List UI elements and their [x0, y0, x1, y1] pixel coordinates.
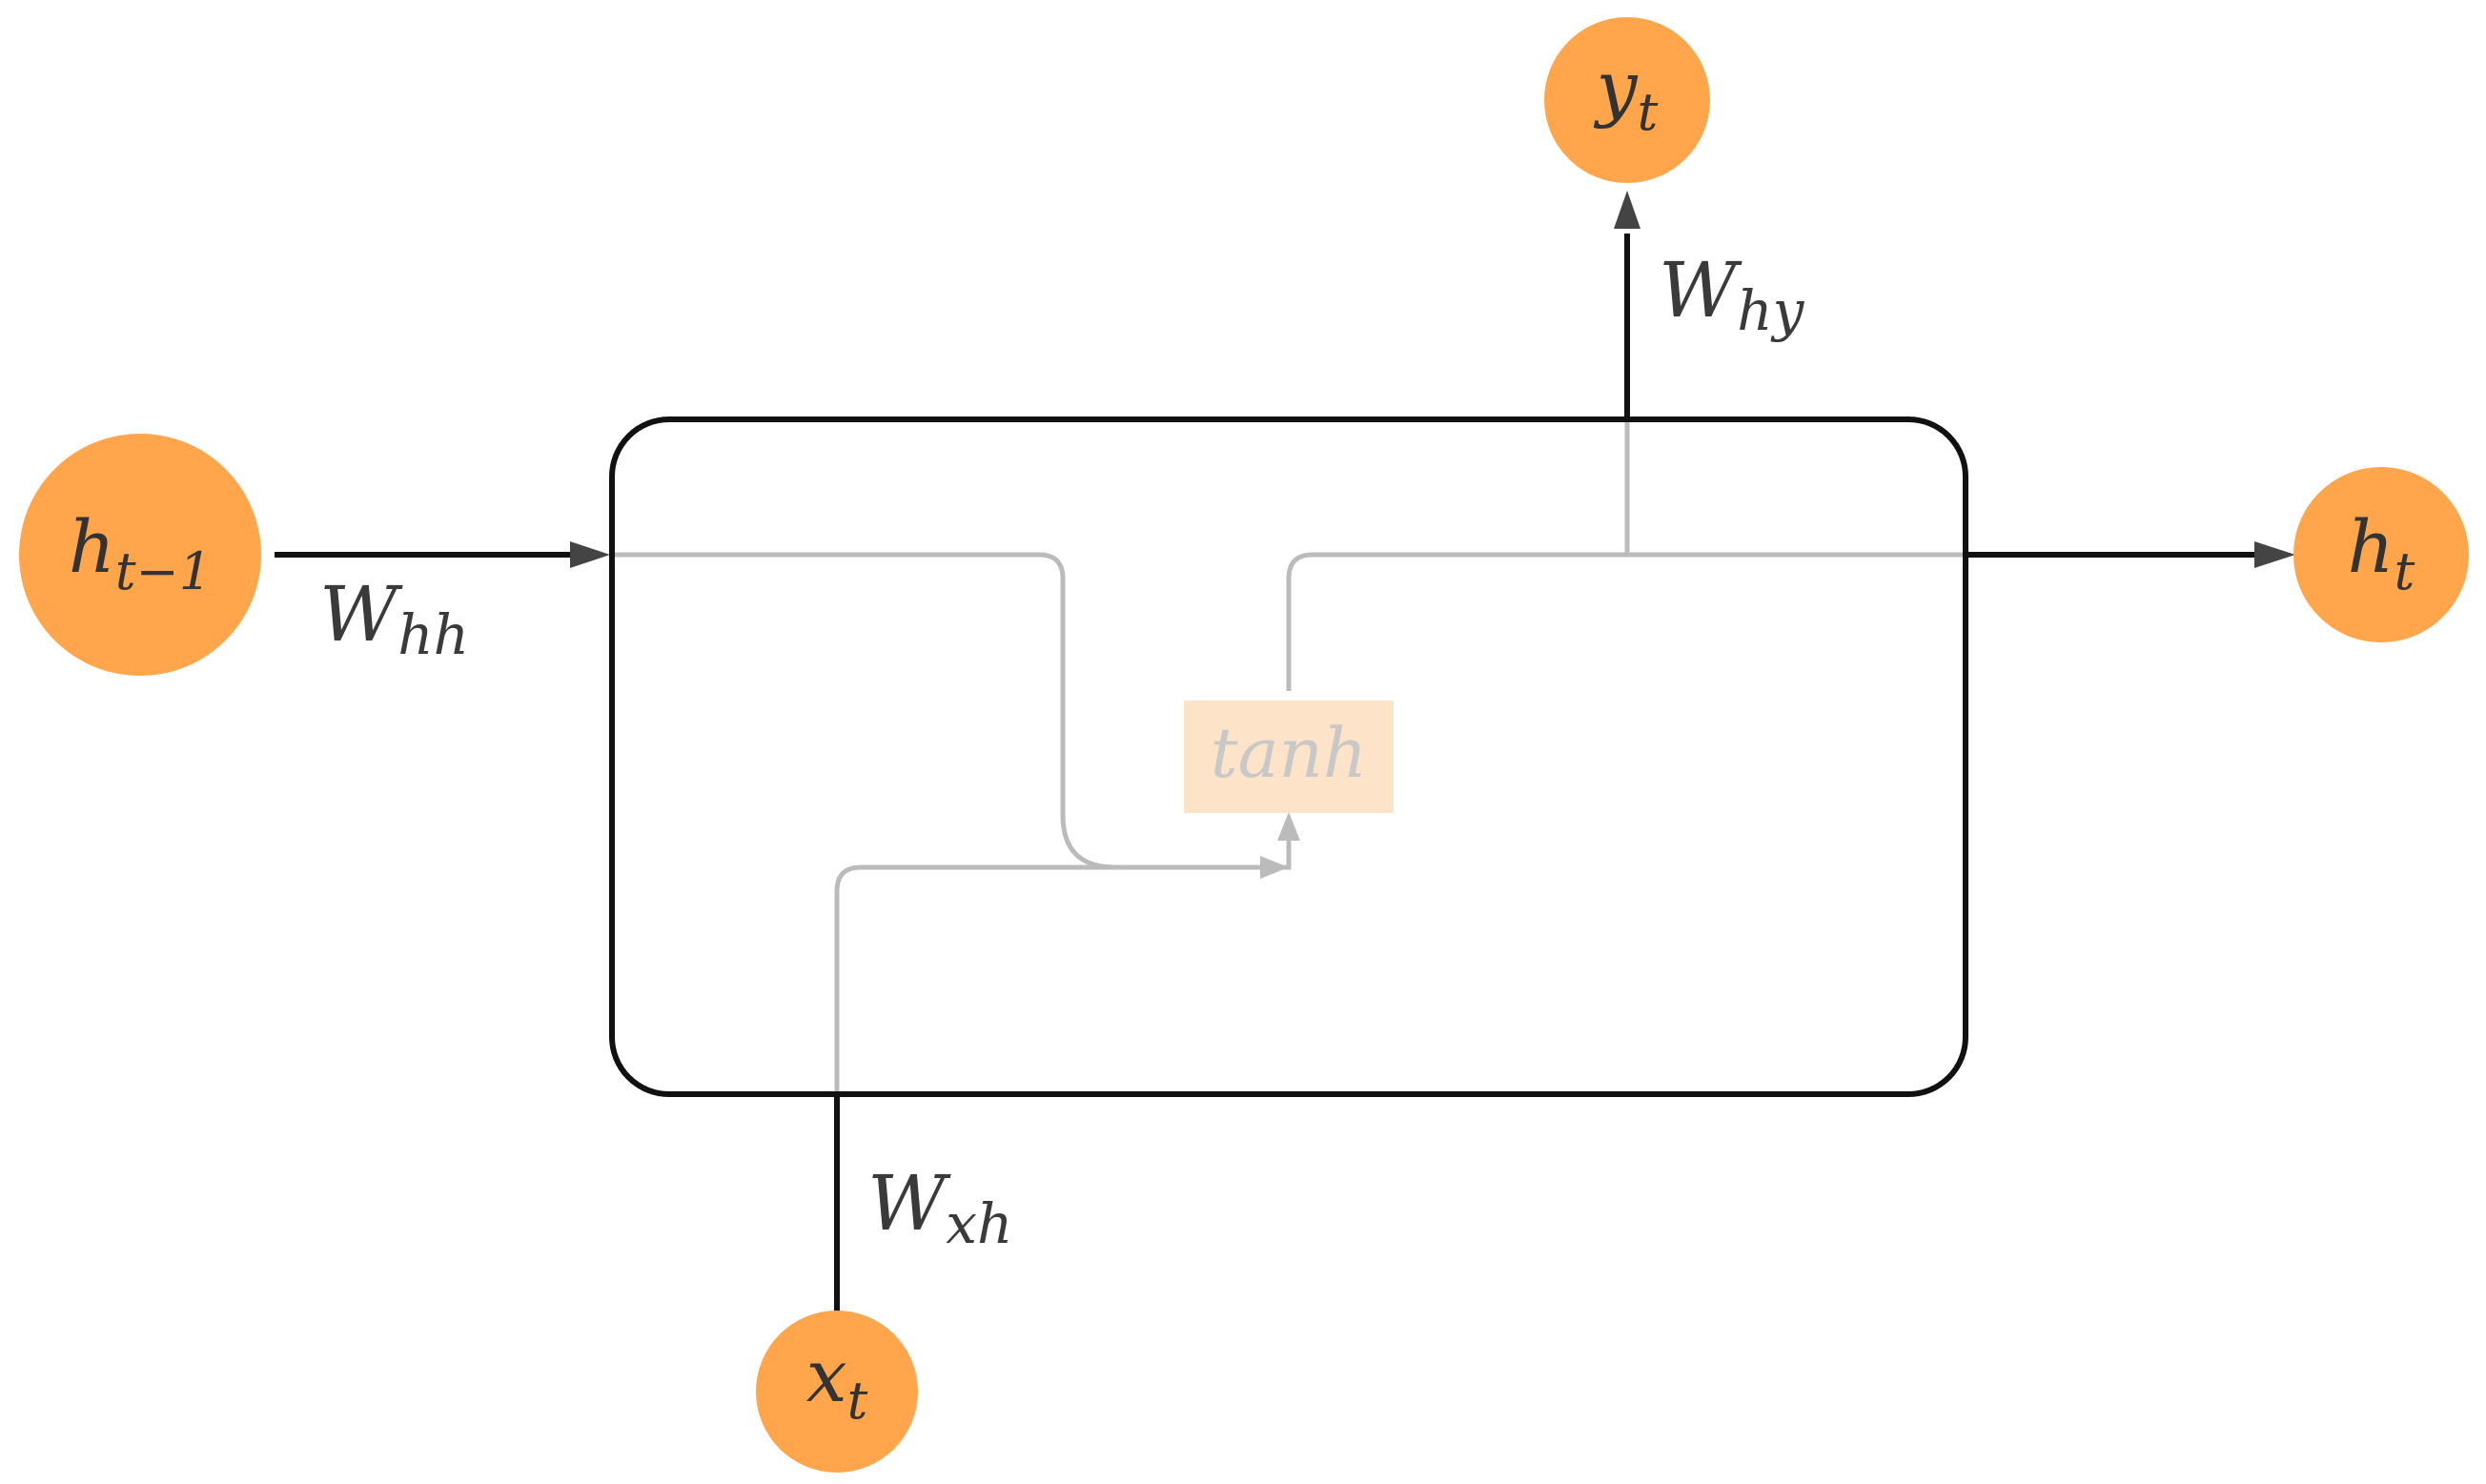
rnn-cell-box [609, 417, 1968, 1097]
h-t-arrow-head [2254, 541, 2295, 568]
tanh-output-path [1286, 552, 1966, 691]
w-hh-main: W [319, 570, 403, 659]
node-h-t-circle [2293, 467, 2469, 642]
w-hy-arrow-head [1614, 191, 1640, 229]
tanh-label: tanh [1211, 713, 1368, 793]
w-hy-main: W [1659, 246, 1742, 335]
merge-path [1282, 839, 1292, 870]
w-hh-sub: hh [397, 602, 469, 667]
w-hh-label: Whh [319, 570, 469, 667]
node-y-t: yt [1544, 17, 1710, 183]
node-h-prev-circle [19, 434, 261, 676]
node-h-prev-sub: t−1 [115, 541, 212, 601]
node-x-t-sub: t [847, 1371, 868, 1431]
node-y-t-main: y [1594, 45, 1639, 130]
node-h-prev: ht−1 [19, 434, 261, 676]
node-x-t-main: x [806, 1333, 847, 1418]
node-h-t-sub: t [2394, 541, 2415, 601]
internal-gray-paths [610, 419, 1966, 1315]
node-y-t-sub: t [1638, 82, 1659, 142]
input-path [834, 864, 1282, 1315]
hidden-input-path [610, 552, 1282, 870]
w-xh-label: Wxh [867, 1159, 1012, 1256]
w-xh-main: W [867, 1159, 951, 1248]
node-x-t: xt [756, 1311, 918, 1473]
node-h-prev-main: h [69, 504, 115, 589]
node-h-t-main: h [2348, 504, 2394, 589]
node-x-t-label: xt [806, 1333, 868, 1431]
node-y-t-label: yt [1594, 45, 1659, 142]
w-hy-sub: hy [1737, 278, 1804, 343]
tanh-box [1184, 701, 1394, 813]
node-h-prev-label: ht−1 [69, 504, 212, 601]
w-hy-label: Why [1659, 246, 1805, 343]
w-xh-sub: xh [946, 1191, 1012, 1256]
node-y-t-circle [1544, 17, 1710, 183]
node-x-t-circle [756, 1311, 918, 1473]
node-h-t: ht [2293, 467, 2469, 642]
node-h-t-label: ht [2348, 504, 2415, 601]
merge-arrow-head [1260, 856, 1289, 879]
tanh-arrow-head [1277, 812, 1300, 841]
w-hh-arrow-head [570, 541, 610, 568]
